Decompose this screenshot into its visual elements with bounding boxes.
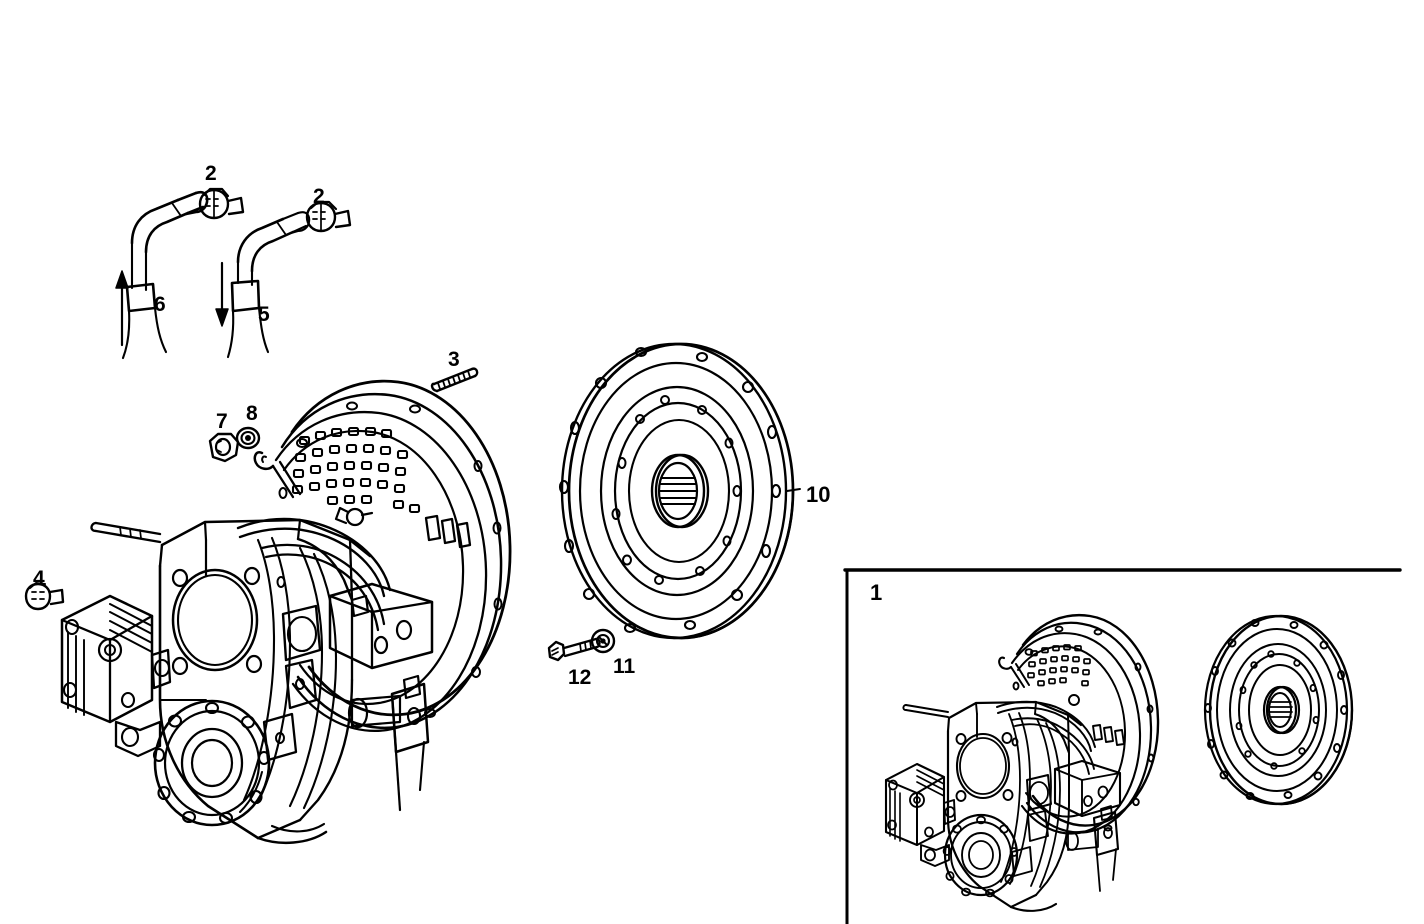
hose-return-5 — [215, 211, 311, 359]
elbow-fitting-2-lower — [305, 200, 352, 233]
callout-2-upper: 2 — [205, 162, 217, 185]
callout-2-lower: 2 — [313, 185, 325, 208]
elbow-fitting-2-upper — [198, 187, 245, 220]
callout-10: 10 — [806, 482, 831, 507]
dipstick-tube — [90, 521, 162, 544]
callout-1-inset: 1 — [870, 580, 883, 605]
mounting-bracket-lower — [390, 674, 430, 812]
mounting-pads — [262, 658, 402, 762]
transmission-assembly-main — [60, 379, 512, 844]
callout-4: 4 — [33, 567, 45, 590]
stud-3 — [430, 367, 479, 393]
output-flange — [152, 699, 271, 827]
oil-pipes — [236, 506, 392, 632]
callout-12: 12 — [568, 666, 592, 689]
transmission-assembly-small — [884, 613, 1160, 912]
hex-nut-7 — [208, 432, 240, 463]
lock-washer-11 — [590, 628, 616, 654]
damper-plate-small — [1203, 614, 1354, 806]
control-valve-block — [281, 582, 434, 670]
damper-plate-10 — [558, 342, 801, 640]
callout-8: 8 — [246, 402, 258, 425]
sump — [256, 822, 328, 844]
gearbox-body — [158, 518, 372, 840]
callout-6: 6 — [154, 293, 166, 316]
callout-3: 3 — [448, 348, 460, 371]
callout-11: 11 — [613, 655, 636, 678]
callout-5: 5 — [258, 303, 270, 326]
callout-7: 7 — [216, 410, 228, 433]
hose-suction-6 — [115, 190, 209, 360]
inset-box-frame — [843, 568, 1402, 924]
pipe-fitting-4 — [24, 581, 65, 611]
bell-housing — [253, 379, 512, 732]
washer-8 — [235, 426, 261, 450]
hydraulic-pump — [60, 594, 172, 758]
